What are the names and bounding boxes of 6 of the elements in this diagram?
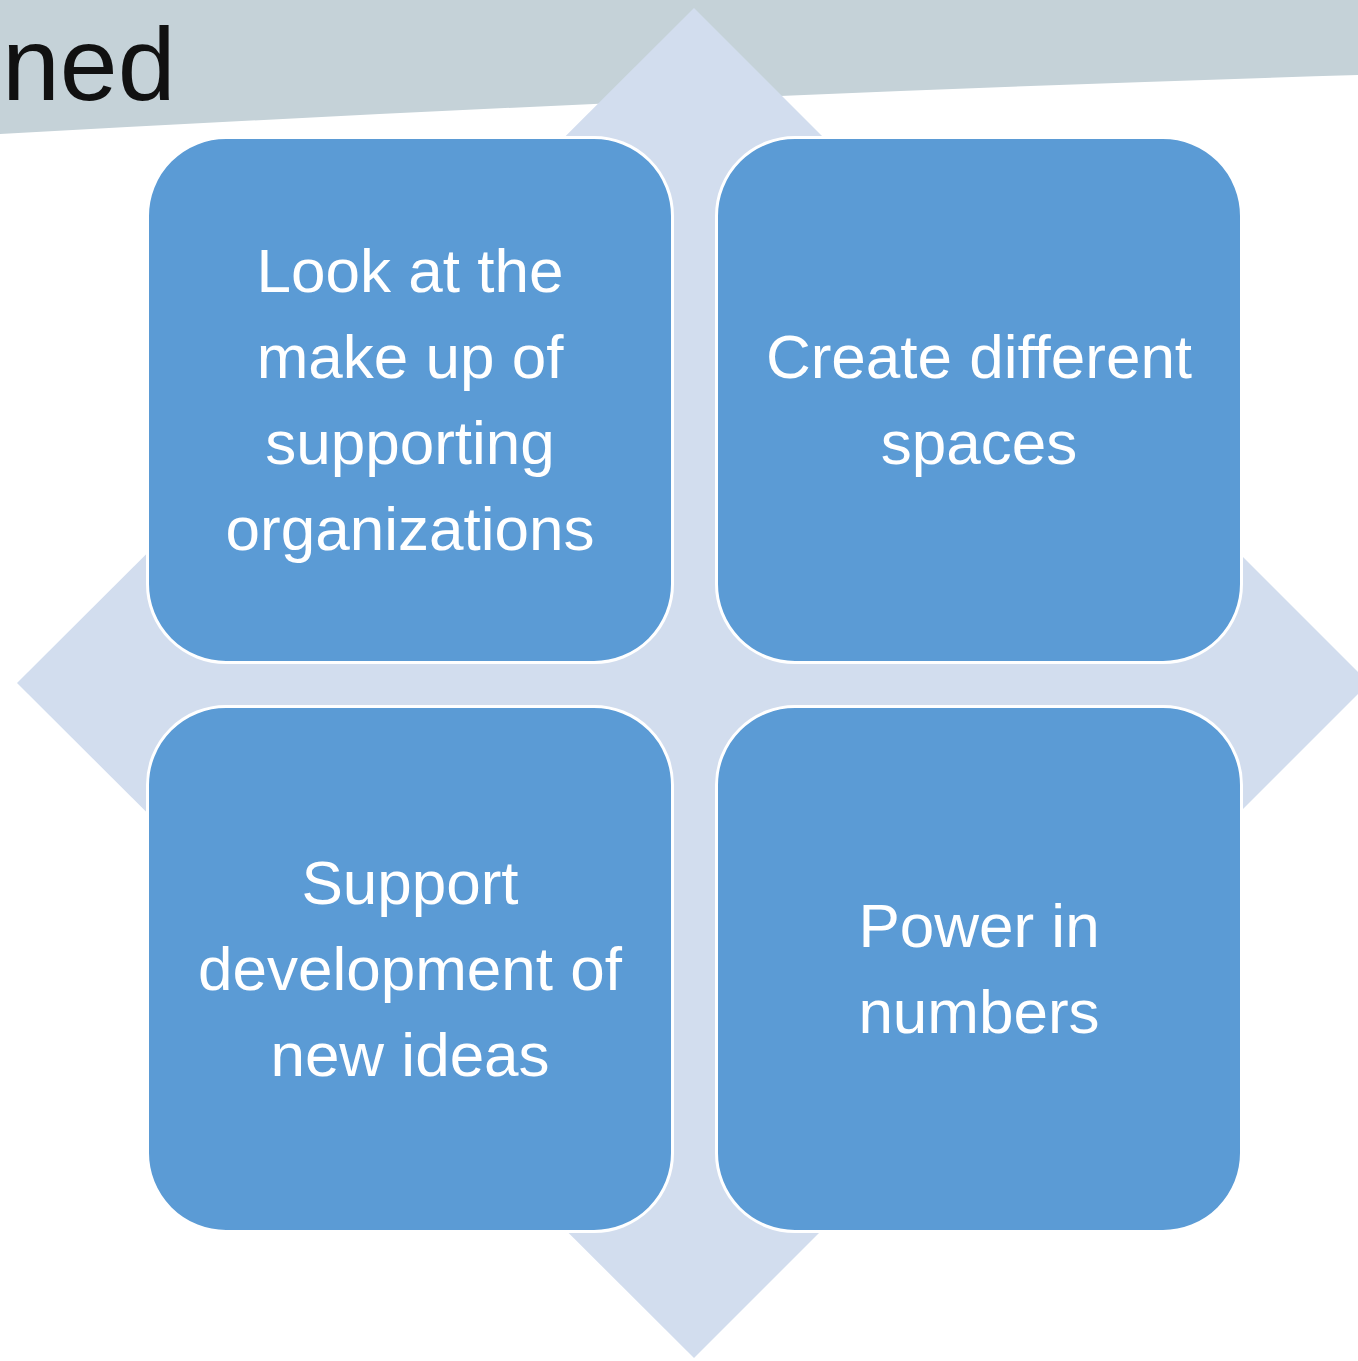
box-text: Look at the make up of supporting organizations: [224, 235, 596, 565]
header-band: [0, 0, 1358, 136]
box-text: Support development of new ideas: [197, 847, 623, 1091]
heading-text: ned: [2, 8, 176, 120]
box-text: Power in numbers: [857, 890, 1101, 1048]
box-text: Create different spaces: [764, 321, 1194, 479]
